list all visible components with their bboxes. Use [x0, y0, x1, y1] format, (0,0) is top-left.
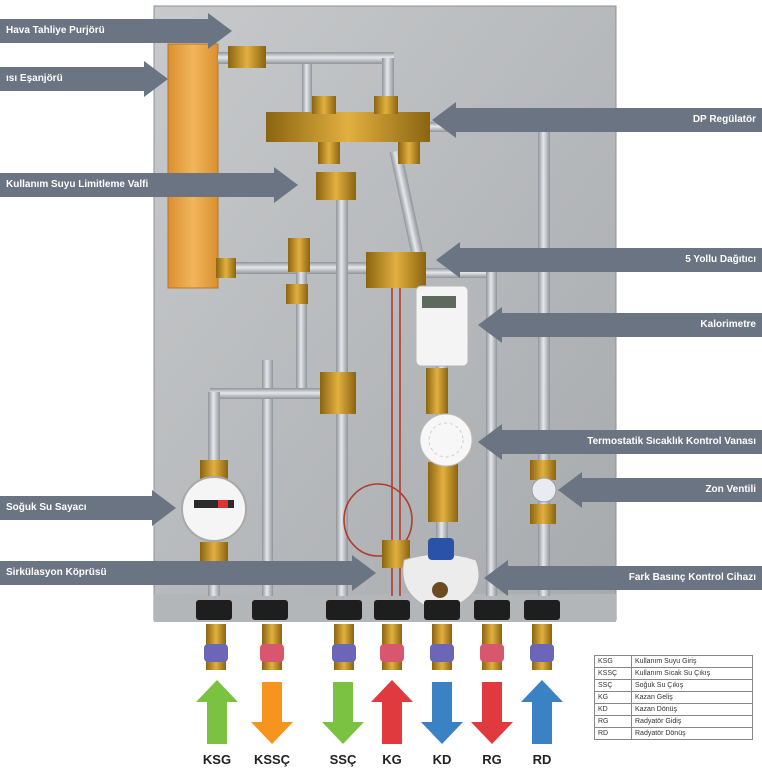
- callout-hava-tahliye: Hava Tahliye Purjörü: [0, 19, 232, 43]
- callout-isi-esanjoru-label: ısı Eşanjörü: [6, 67, 63, 91]
- arrow-kssc-down: [251, 682, 293, 744]
- callout-fark-basinc-label: Fark Basınç Kontrol Cihazı: [629, 566, 756, 590]
- arrow-ksg-up: [196, 680, 238, 744]
- callout-kullanim-suyu-label: Kullanım Suyu Limitleme Valfi: [6, 173, 148, 197]
- callout-sirkulasyon: Sirkülasyon Köprüsü: [0, 561, 376, 585]
- flow-arrows: [196, 680, 563, 744]
- legend-code: KG: [595, 692, 632, 704]
- thermostatic-valve: [420, 414, 472, 466]
- cold-water-meter: [182, 477, 246, 541]
- heat-exchanger: [168, 44, 218, 288]
- pipe-top-v2: [302, 64, 312, 114]
- legend-code: KSSÇ: [595, 668, 632, 680]
- legend-desc: Kazan Geliş: [632, 692, 753, 704]
- connection-valves: [204, 624, 554, 670]
- legend-code: RG: [595, 716, 632, 728]
- callout-kalorimetre: Kalorimetre: [478, 313, 762, 337]
- callout-fark-basinc: Fark Basınç Kontrol Cihazı: [484, 566, 762, 590]
- arrow-ssc-down: [322, 682, 364, 744]
- legend-code: KSG: [595, 656, 632, 668]
- callout-hava-tahliye-label: Hava Tahliye Purjörü: [6, 19, 105, 43]
- callout-termostatik: Termostatik Sıcaklık Kontrol Vanası: [478, 430, 762, 454]
- callout-zon-ventili-label: Zon Ventili: [705, 478, 756, 502]
- legend-desc: Soğuk Su Çıkış: [632, 680, 753, 692]
- callout-soguk-su-sayaci-label: Soğuk Su Sayacı: [6, 496, 87, 520]
- legend-desc: Radyatör Dönüş: [632, 728, 753, 740]
- legend-code: SSÇ: [595, 680, 632, 692]
- callout-5-yollu-dagitici: 5 Yollu Dağıtıcı: [436, 248, 762, 272]
- callout-termostatik-label: Termostatik Sıcaklık Kontrol Vanası: [587, 430, 756, 454]
- callout-zon-ventili: Zon Ventili: [558, 478, 762, 502]
- legend-code: KD: [595, 704, 632, 716]
- callout-isi-esanjoru: ısı Eşanjörü: [0, 67, 168, 91]
- arrow-kg-up: [371, 680, 413, 744]
- pipe-right-v: [538, 126, 550, 596]
- callout-5-yollu-dagitici-label: 5 Yollu Dağıtıcı: [685, 248, 756, 272]
- legend-desc: Kazan Dönüş: [632, 704, 753, 716]
- arrow-rd-up: [521, 680, 563, 744]
- legend-desc: Kullanım Sıcak Su Çıkış: [632, 668, 753, 680]
- legend-desc: Kullanım Suyu Giriş: [632, 656, 753, 668]
- legend-desc: Radyatör Gidiş: [632, 716, 753, 728]
- arrow-rg-down: [471, 682, 513, 744]
- callout-kullanim-suyu: Kullanım Suyu Limitleme Valfi: [0, 173, 298, 197]
- callout-sirkulasyon-label: Sirkülasyon Köprüsü: [6, 561, 107, 585]
- label-rd: RD: [512, 752, 572, 767]
- callout-kalorimetre-label: Kalorimetre: [700, 313, 756, 337]
- label-ksg: KSG: [187, 752, 247, 767]
- callout-dp-regulator: DP Regülatör: [432, 108, 762, 132]
- zone-valve: [532, 478, 556, 502]
- callout-dp-regulator-label: DP Regülatör: [693, 108, 756, 132]
- callout-soguk-su-sayaci: Soğuk Su Sayacı: [0, 496, 176, 520]
- arrow-kd-down: [421, 682, 463, 744]
- label-kssc: KSSÇ: [242, 752, 302, 767]
- legend-code: RD: [595, 728, 632, 740]
